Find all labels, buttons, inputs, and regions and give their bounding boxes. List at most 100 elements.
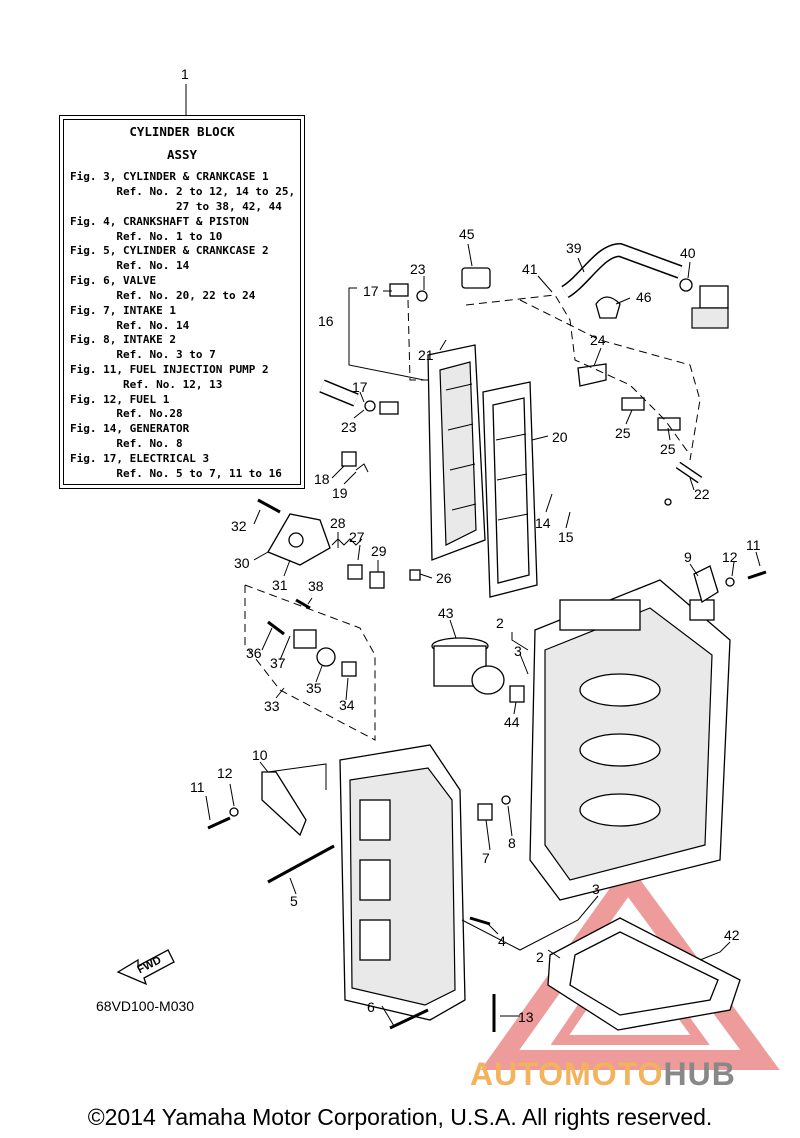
callout-36: 36 bbox=[246, 645, 262, 661]
ref-line: Ref. No. 3 to 7 bbox=[70, 348, 216, 361]
callout-numbers: 1 45 39 40 23 41 46 17 16 24 21 17 23 20… bbox=[181, 66, 761, 1025]
callout-14: 14 bbox=[535, 515, 551, 531]
callout-34: 34 bbox=[339, 697, 355, 713]
callout-30: 30 bbox=[234, 555, 250, 571]
cylinder-block bbox=[529, 579, 731, 901]
callout-33: 33 bbox=[264, 698, 280, 714]
callout-28: 28 bbox=[330, 515, 346, 531]
callout-10: 10 bbox=[252, 747, 268, 763]
callout-5: 5 bbox=[290, 893, 298, 909]
oring-35 bbox=[316, 647, 336, 667]
callout-41: 41 bbox=[522, 261, 538, 277]
ref-line: Fig. 11, FUEL INJECTION PUMP 2 bbox=[70, 363, 269, 376]
callout-42: 42 bbox=[724, 927, 740, 943]
watermark: AUTOMOTOHUB bbox=[470, 1056, 736, 1093]
ref-line: Ref. No. 5 to 7, 11 to 16 bbox=[70, 467, 282, 480]
ref-line: Ref. No. 14 bbox=[70, 319, 190, 332]
seal-29 bbox=[369, 571, 385, 589]
ref-line: Fig. 5, CYLINDER & CRANKCASE 2 bbox=[70, 244, 269, 257]
bolt-36 bbox=[267, 620, 285, 636]
watermark-part1: AUTOMOTO bbox=[470, 1056, 664, 1092]
reference-box-inner bbox=[63, 119, 301, 485]
callout-38: 38 bbox=[308, 578, 324, 594]
clip-26 bbox=[409, 569, 421, 581]
callout-43: 43 bbox=[438, 605, 454, 621]
callout-9: 9 bbox=[684, 549, 692, 565]
ref-line: Ref. No. 1 to 10 bbox=[70, 230, 223, 243]
bracket-10 bbox=[261, 771, 307, 837]
bolt-32 bbox=[257, 498, 281, 514]
callout-17-lower: 17 bbox=[352, 379, 368, 395]
ref-line: Fig. 4, CRANKSHAFT & PISTON bbox=[70, 215, 249, 228]
ref-line: Fig. 7, INTAKE 1 bbox=[70, 304, 176, 317]
callout-1: 1 bbox=[181, 66, 189, 82]
callout-21: 21 bbox=[418, 347, 434, 363]
sensor-connector bbox=[691, 285, 729, 329]
callout-8: 8 bbox=[508, 835, 516, 851]
hose-39 bbox=[561, 242, 683, 298]
ref-line: Ref. No. 2 to 12, 14 to 25, bbox=[70, 185, 296, 198]
callout-23: 23 bbox=[410, 261, 426, 277]
ref-line: Ref. No. 8 bbox=[70, 437, 183, 450]
bolt-6 bbox=[389, 1008, 429, 1030]
bracket-9 bbox=[693, 565, 719, 604]
callout-11: 11 bbox=[190, 779, 205, 795]
hose-holder-45 bbox=[461, 267, 491, 289]
oil-filter-43 bbox=[431, 637, 505, 695]
drain-plug-7 bbox=[477, 803, 493, 821]
ref-line: Ref. No. 20, 22 to 24 bbox=[70, 289, 256, 302]
copyright-notice: ©2014 Yamaha Motor Corporation, U.S.A. A… bbox=[87, 1104, 713, 1130]
ref-line: Fig. 14, GENERATOR bbox=[70, 422, 190, 435]
callout-12-top: 12 bbox=[722, 549, 738, 565]
spring-28 bbox=[331, 538, 363, 546]
callout-22: 22 bbox=[694, 486, 710, 502]
cylinder-head-cover bbox=[427, 344, 486, 561]
leader-lines bbox=[205, 243, 761, 1027]
bolt-4 bbox=[469, 916, 491, 926]
intake-hose bbox=[319, 283, 428, 415]
callout-25-right: 25 bbox=[660, 441, 676, 457]
gasket-8 bbox=[501, 795, 511, 805]
callout-29: 29 bbox=[371, 543, 387, 559]
callout-2-lower: 2 bbox=[536, 949, 544, 965]
callout-3-lower: 3 bbox=[592, 881, 600, 897]
callout-39: 39 bbox=[566, 240, 582, 256]
callout-46: 46 bbox=[636, 289, 652, 305]
reference-box-subtitle: ASSY bbox=[166, 147, 198, 162]
callout-26: 26 bbox=[436, 570, 452, 586]
callout-27: 27 bbox=[349, 529, 365, 545]
ref-line: Ref. No. 14 bbox=[70, 259, 190, 272]
gasket-42 bbox=[547, 917, 741, 1031]
holder-24 bbox=[577, 363, 607, 387]
callout-23-lower: 23 bbox=[341, 419, 357, 435]
ref-line: 27 to 38, 42, 44 bbox=[70, 200, 282, 213]
callout-40: 40 bbox=[680, 245, 696, 261]
callout-32: 32 bbox=[231, 518, 247, 534]
ref-line: Fig. 3, CYLINDER & CRANKCASE 1 bbox=[70, 170, 269, 183]
spring-19 bbox=[355, 463, 369, 473]
callout-18: 18 bbox=[314, 471, 330, 487]
callout-4: 4 bbox=[498, 933, 506, 949]
callout-6: 6 bbox=[367, 999, 375, 1015]
ref-line: Ref. No. 12, 13 bbox=[70, 378, 223, 391]
ref-line: Fig. 6, VALVE bbox=[70, 274, 157, 287]
hose-clip-40 bbox=[679, 278, 693, 292]
reference-box: CYLINDER BLOCK ASSY Fig. 3, CYLINDER & C… bbox=[59, 115, 305, 489]
callout-3: 3 bbox=[514, 643, 522, 659]
callout-31: 31 bbox=[272, 577, 288, 593]
pressure-switch-37 bbox=[293, 629, 317, 649]
callout-7: 7 bbox=[482, 850, 490, 866]
fitting-44 bbox=[509, 685, 525, 703]
diagram-code: 68VD100-M030 bbox=[96, 998, 195, 1014]
ref-line: Fig. 17, ELECTRICAL 3 bbox=[70, 452, 210, 465]
callout-35: 35 bbox=[306, 680, 322, 696]
head-gasket bbox=[482, 381, 538, 598]
bolt-11 bbox=[207, 816, 231, 830]
callout-25: 25 bbox=[615, 425, 631, 441]
callout-20: 20 bbox=[552, 429, 568, 445]
callout-16: 16 bbox=[318, 313, 334, 329]
bolt-38 bbox=[295, 598, 311, 610]
callout-24: 24 bbox=[590, 332, 606, 348]
washer-12-top bbox=[725, 577, 735, 587]
